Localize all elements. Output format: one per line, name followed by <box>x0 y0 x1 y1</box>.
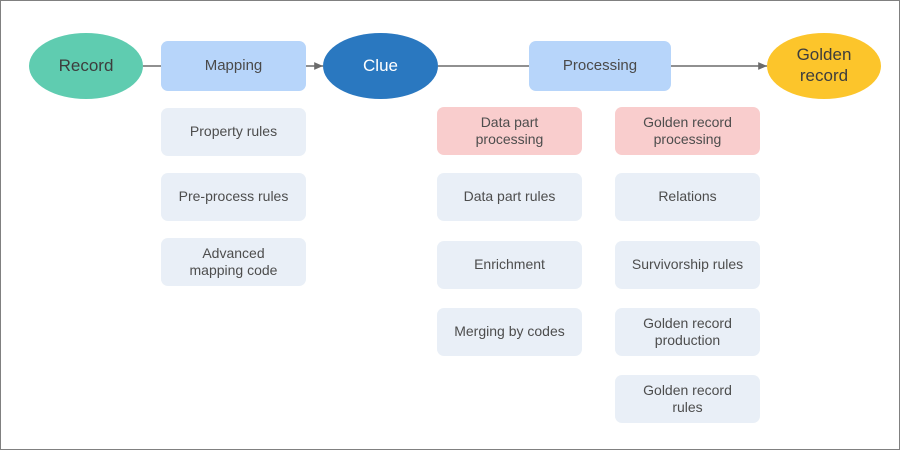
node-golden-record-label-line2: record <box>799 66 849 85</box>
golden-record-item-golden-record-rules-line2: rules <box>672 399 703 415</box>
golden-record-item-relations[interactable]: Relations <box>615 173 760 221</box>
mapping-item-pre-process-rules-label: Pre-process rules <box>178 188 289 205</box>
golden-record-item-golden-record-production-line2: production <box>654 332 721 348</box>
golden-record-item-survivorship-rules-label: Survivorship rules <box>631 256 744 273</box>
data-part-item-enrichment-label: Enrichment <box>474 256 545 273</box>
mapping-item-advanced-mapping-code[interactable]: Advanced mapping code <box>161 238 306 286</box>
data-part-header-label: Data part processing <box>476 114 544 148</box>
data-part-item-data-part-rules-label: Data part rules <box>463 188 556 205</box>
data-part-header-line1: Data part <box>480 113 539 130</box>
golden-record-item-relations-label: Relations <box>658 188 717 205</box>
golden-record-item-golden-record-production[interactable]: Golden record production <box>615 308 760 356</box>
node-clue-label: Clue <box>363 55 398 75</box>
golden-record-item-golden-record-rules[interactable]: Golden record rules <box>615 375 760 423</box>
node-record-label: Record <box>58 55 114 75</box>
data-part-header-data-part-processing[interactable]: Data part processing <box>437 107 582 155</box>
node-golden-record-label-line1: Golden <box>796 45 852 65</box>
golden-record-item-survivorship-rules[interactable]: Survivorship rules <box>615 241 760 289</box>
node-processing[interactable]: Processing <box>529 41 671 91</box>
golden-record-header-line2: processing <box>653 131 722 147</box>
node-record[interactable]: Record <box>29 33 143 99</box>
node-mapping[interactable]: Mapping <box>161 41 306 91</box>
mapping-item-pre-process-rules[interactable]: Pre-process rules <box>161 173 306 221</box>
golden-record-header-golden-record-processing[interactable]: Golden record processing <box>615 107 760 155</box>
data-part-item-merging-by-codes-label: Merging by codes <box>454 323 565 340</box>
node-processing-label: Processing <box>562 56 638 74</box>
data-part-item-data-part-rules[interactable]: Data part rules <box>437 173 582 221</box>
golden-record-item-golden-record-rules-label: Golden record rules <box>643 382 732 416</box>
golden-record-item-golden-record-production-line1: Golden record <box>643 314 732 331</box>
node-golden-record-label: Golden record <box>797 45 852 86</box>
node-mapping-label: Mapping <box>204 56 263 74</box>
mapping-item-property-rules[interactable]: Property rules <box>161 108 306 156</box>
mapping-item-advanced-mapping-code-label: Advanced mapping code <box>190 245 278 279</box>
mapping-item-property-rules-label: Property rules <box>189 123 278 140</box>
node-golden-record[interactable]: Golden record <box>767 33 881 99</box>
golden-record-header-line1: Golden record <box>643 113 732 130</box>
data-part-item-merging-by-codes[interactable]: Merging by codes <box>437 308 582 356</box>
golden-record-item-golden-record-production-label: Golden record production <box>643 315 732 349</box>
mapping-item-advanced-mapping-code-line2: mapping code <box>189 262 278 278</box>
golden-record-item-golden-record-rules-line1: Golden record <box>643 381 732 398</box>
data-part-item-enrichment[interactable]: Enrichment <box>437 241 582 289</box>
golden-record-header-label: Golden record processing <box>643 114 732 148</box>
data-part-header-line2: processing <box>475 131 544 147</box>
node-clue[interactable]: Clue <box>323 33 438 99</box>
mapping-item-advanced-mapping-code-line1: Advanced <box>202 244 265 261</box>
